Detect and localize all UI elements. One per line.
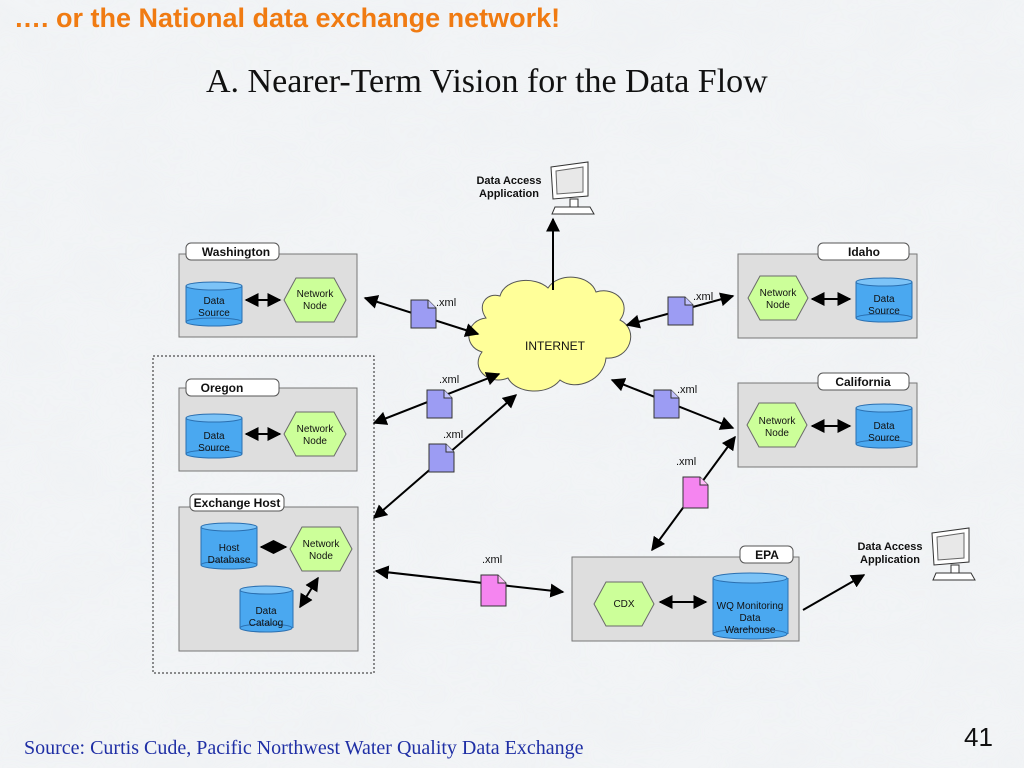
idaho-node-l2: Node	[766, 300, 790, 311]
slide-title: A. Nearer-Term Vision for the Data Flow	[206, 63, 768, 100]
source-credit: Source: Curtis Cude, Pacific Northwest W…	[24, 737, 584, 759]
xml-label-california: .xml	[677, 384, 697, 396]
internet-cloud: INTERNET	[468, 276, 632, 392]
cdx-node: CDX	[593, 581, 655, 627]
wq-warehouse: WQ Monitoring Data Warehouse	[712, 572, 789, 640]
oregon-title: Oregon	[201, 381, 244, 395]
california-network-node: Network Node	[746, 402, 808, 448]
xml-doc-idaho: .xml	[667, 291, 713, 326]
xml-label-california-epa: .xml	[676, 456, 696, 468]
idaho-title-tab	[817, 242, 910, 261]
washington-data-source: Data Source	[185, 281, 243, 327]
washington-title: Washington	[202, 245, 270, 259]
exchange-host-network-node: Network Node	[289, 526, 353, 572]
washington-node-l1: Network	[297, 289, 335, 300]
idaho-source-l2: Source	[868, 306, 900, 317]
host-database-l2: Database	[208, 555, 251, 566]
computer-monitor-icon	[550, 161, 595, 215]
idaho-source-l1: Data	[873, 294, 895, 305]
xml-doc-california-epa: .xml	[676, 456, 709, 509]
california-title: California	[835, 375, 891, 389]
internet-label: INTERNET	[525, 339, 586, 353]
data-access-top-l1: Data Access	[476, 175, 541, 187]
california-group: California Network Node Data Source	[737, 372, 918, 468]
warehouse-l1: WQ Monitoring	[717, 601, 784, 612]
epa-title-tab	[739, 545, 794, 564]
oregon-node-l2: Node	[303, 436, 327, 447]
oregon-node-l1: Network	[297, 424, 335, 435]
idaho-title: Idaho	[848, 245, 880, 259]
xml-label-washington: .xml	[436, 297, 456, 309]
data-access-right-l1: Data Access	[857, 541, 922, 553]
california-data-source: Data Source	[855, 403, 913, 449]
washington-source-l1: Data	[203, 296, 225, 307]
data-catalog: Data Catalog	[239, 585, 294, 633]
washington-title-tab	[185, 242, 280, 261]
host-database: Host Database	[200, 522, 258, 570]
oregon-network-node: Network Node	[283, 411, 347, 457]
oregon-source-l1: Data	[203, 431, 225, 442]
oregon-exchange-dotted-container	[152, 355, 375, 674]
exchange-host-title-tab	[189, 493, 285, 512]
california-source-l1: Data	[873, 421, 895, 432]
xml-doc-exchange-epa: .xml	[480, 554, 507, 607]
xml-label-exchange-epa: .xml	[482, 554, 502, 566]
exchange-epa-arrow	[374, 565, 565, 598]
oregon-source-l2: Source	[198, 443, 230, 454]
california-node-l2: Node	[765, 428, 789, 439]
washington-network-node: Network Node	[283, 277, 347, 323]
page-number: 41	[964, 722, 993, 752]
exchange-host-group: Exchange Host Host Database Network Node…	[178, 493, 359, 652]
california-source-l2: Source	[868, 433, 900, 444]
xml-label-idaho: .xml	[693, 291, 713, 303]
washington-source-l2: Source	[198, 308, 230, 319]
xml-doc-exchange: .xml	[428, 429, 463, 473]
catalog-link-arrow	[299, 576, 319, 609]
xml-label-oregon: .xml	[439, 374, 459, 386]
california-title-tab	[817, 372, 910, 391]
exchange-node-l2: Node	[309, 551, 333, 562]
warehouse-l2: Data	[739, 613, 761, 624]
computer-monitor-icon-right	[931, 527, 976, 581]
data-access-top-l2: Application	[479, 188, 539, 200]
exchange-host-title: Exchange Host	[194, 496, 281, 510]
host-database-l1: Host	[219, 543, 240, 554]
california-node-l1: Network	[759, 416, 797, 427]
idaho-node-l1: Network	[760, 288, 798, 299]
epa-title: EPA	[755, 548, 779, 562]
xml-doc-washington: .xml	[410, 297, 456, 329]
washington-group: Washington Data Source Network Node	[178, 242, 358, 338]
data-access-right-l2: Application	[860, 554, 920, 566]
xml-label-exchange: .xml	[443, 429, 463, 441]
idaho-group: Idaho Network Node Data Source	[737, 242, 918, 339]
data-access-app-right: Data Access Application	[857, 527, 976, 581]
oregon-title-tab	[185, 378, 280, 397]
data-catalog-l1: Data	[255, 606, 277, 617]
headline: …. or the National data exchange network…	[14, 3, 561, 33]
idaho-network-node: Network Node	[747, 275, 809, 321]
epa-to-app-arrow	[802, 574, 866, 611]
xml-doc-oregon: .xml	[426, 374, 459, 419]
xml-doc-california: .xml	[653, 384, 697, 419]
oregon-data-source: Data Source	[185, 413, 243, 459]
epa-group: EPA CDX WQ Monitoring Data Warehouse	[571, 545, 800, 642]
cdx-label: CDX	[613, 599, 634, 610]
data-catalog-l2: Catalog	[249, 618, 283, 629]
data-access-app-top: Data Access Application	[476, 161, 595, 215]
exchange-node-l1: Network	[303, 539, 341, 550]
washington-node-l2: Node	[303, 301, 327, 312]
oregon-group: Oregon Data Source Network Node	[178, 378, 358, 472]
idaho-data-source: Data Source	[855, 277, 913, 323]
warehouse-l3: Warehouse	[725, 625, 776, 636]
